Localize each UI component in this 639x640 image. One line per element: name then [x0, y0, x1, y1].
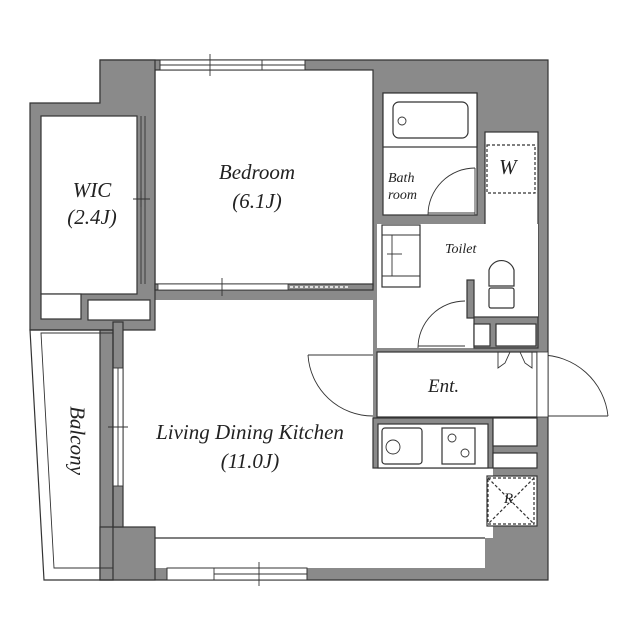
bedroom-label: Bedroom (6.1J) — [192, 160, 322, 214]
ldk-name: Living Dining Kitchen — [156, 420, 344, 444]
entrance-area — [376, 351, 538, 418]
wic-label: WIC (2.4J) — [52, 178, 132, 230]
bathroom-name-1: Bath — [388, 171, 415, 186]
toilet-label: Toilet — [445, 242, 477, 257]
bathroom-label: Bath room — [388, 170, 417, 204]
entrance-label: Ent. — [428, 376, 460, 397]
wic-name: WIC — [72, 178, 112, 202]
washer-label: W — [499, 155, 517, 179]
bedroom-name: Bedroom — [218, 160, 296, 184]
ldk-area: (11.0J) — [220, 449, 280, 473]
ldk-label: Living Dining Kitchen (11.0J) — [130, 420, 370, 474]
refrigerator-space — [487, 477, 535, 525]
refrigerator-label: R — [504, 491, 514, 507]
washer-space — [486, 144, 536, 194]
interior-spaces — [123, 69, 493, 568]
wic-area: (2.4J) — [67, 205, 117, 229]
wic-area — [40, 115, 138, 295]
bedroom-area: (6.1J) — [232, 189, 282, 213]
bedroom-area — [154, 69, 374, 287]
bathroom-name-2: room — [388, 188, 418, 203]
balcony-label: Balcony — [65, 406, 90, 475]
